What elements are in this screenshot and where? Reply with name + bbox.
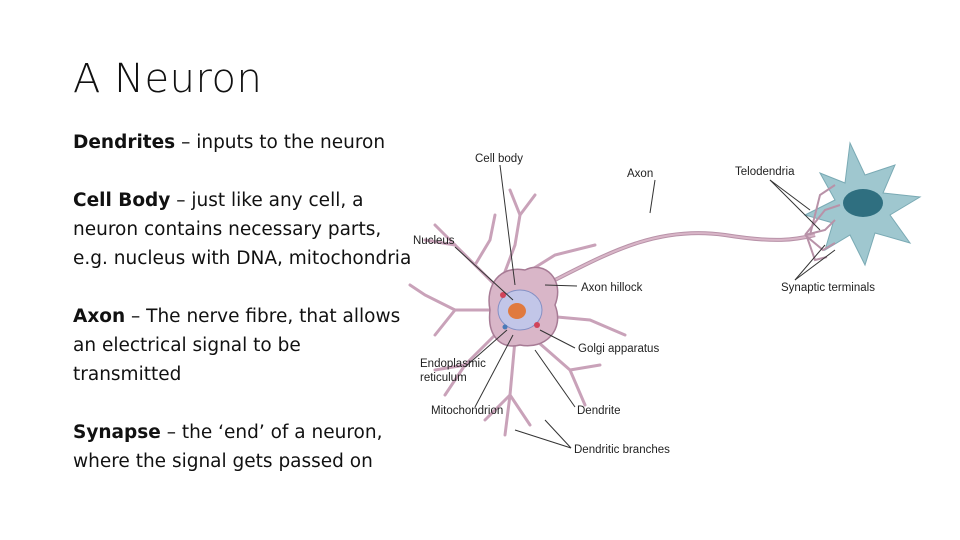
label-er-line2: reticulum bbox=[420, 372, 467, 384]
label-er-line1: Endoplasmic bbox=[420, 358, 486, 370]
bullet-term: Axon bbox=[73, 306, 126, 327]
bullet-text: – The nerve fibre, that allows an electr… bbox=[73, 306, 401, 385]
bullet-term: Synapse bbox=[73, 422, 161, 443]
label-telodendria: Telodendria bbox=[735, 166, 795, 178]
bullet-text: – inputs to the neuron bbox=[175, 132, 386, 153]
label-dendrite: Dendrite bbox=[577, 405, 620, 417]
label-mitochondrion: Mitochondrion bbox=[431, 405, 503, 417]
label-nucleus: Nucleus bbox=[413, 235, 455, 247]
telodendria-branches bbox=[804, 184, 841, 262]
bullet-term: Cell Body bbox=[73, 190, 171, 211]
slide-title: A Neuron bbox=[73, 56, 263, 102]
nucleolus bbox=[508, 303, 526, 319]
bullet-axon: Axon – The nerve fibre, that allows an e… bbox=[73, 302, 413, 389]
bullet-list: Dendrites – inputs to the neuron Cell Bo… bbox=[73, 128, 413, 505]
label-dendritic-branches: Dendritic branches bbox=[574, 444, 670, 456]
bullet-synapse: Synapse – the ‘end’ of a neuron, where t… bbox=[73, 418, 413, 476]
target-nucleus bbox=[843, 189, 883, 217]
bullet-term: Dendrites bbox=[73, 132, 176, 153]
bullet-text: – just like any cell, a neuron contains … bbox=[73, 190, 412, 269]
label-synaptic-terminals: Synaptic terminals bbox=[781, 282, 875, 294]
bullet-text: – the ‘end’ of a neuron, where the signa… bbox=[73, 422, 383, 472]
target-cell bbox=[803, 141, 922, 267]
label-golgi-apparatus: Golgi apparatus bbox=[578, 343, 659, 355]
label-axon-hillock: Axon hillock bbox=[581, 282, 643, 294]
bullet-dendrites: Dendrites – inputs to the neuron bbox=[73, 128, 413, 157]
label-cell-body: Cell body bbox=[475, 153, 523, 165]
bullet-cell-body: Cell Body – just like any cell, a neuron… bbox=[73, 186, 413, 273]
cell-body bbox=[488, 266, 559, 347]
label-axon: Axon bbox=[627, 168, 653, 180]
leader-lines bbox=[454, 164, 836, 449]
neuron-diagram: Cell body Axon Telodendria Nucleus Axon … bbox=[408, 141, 922, 456]
